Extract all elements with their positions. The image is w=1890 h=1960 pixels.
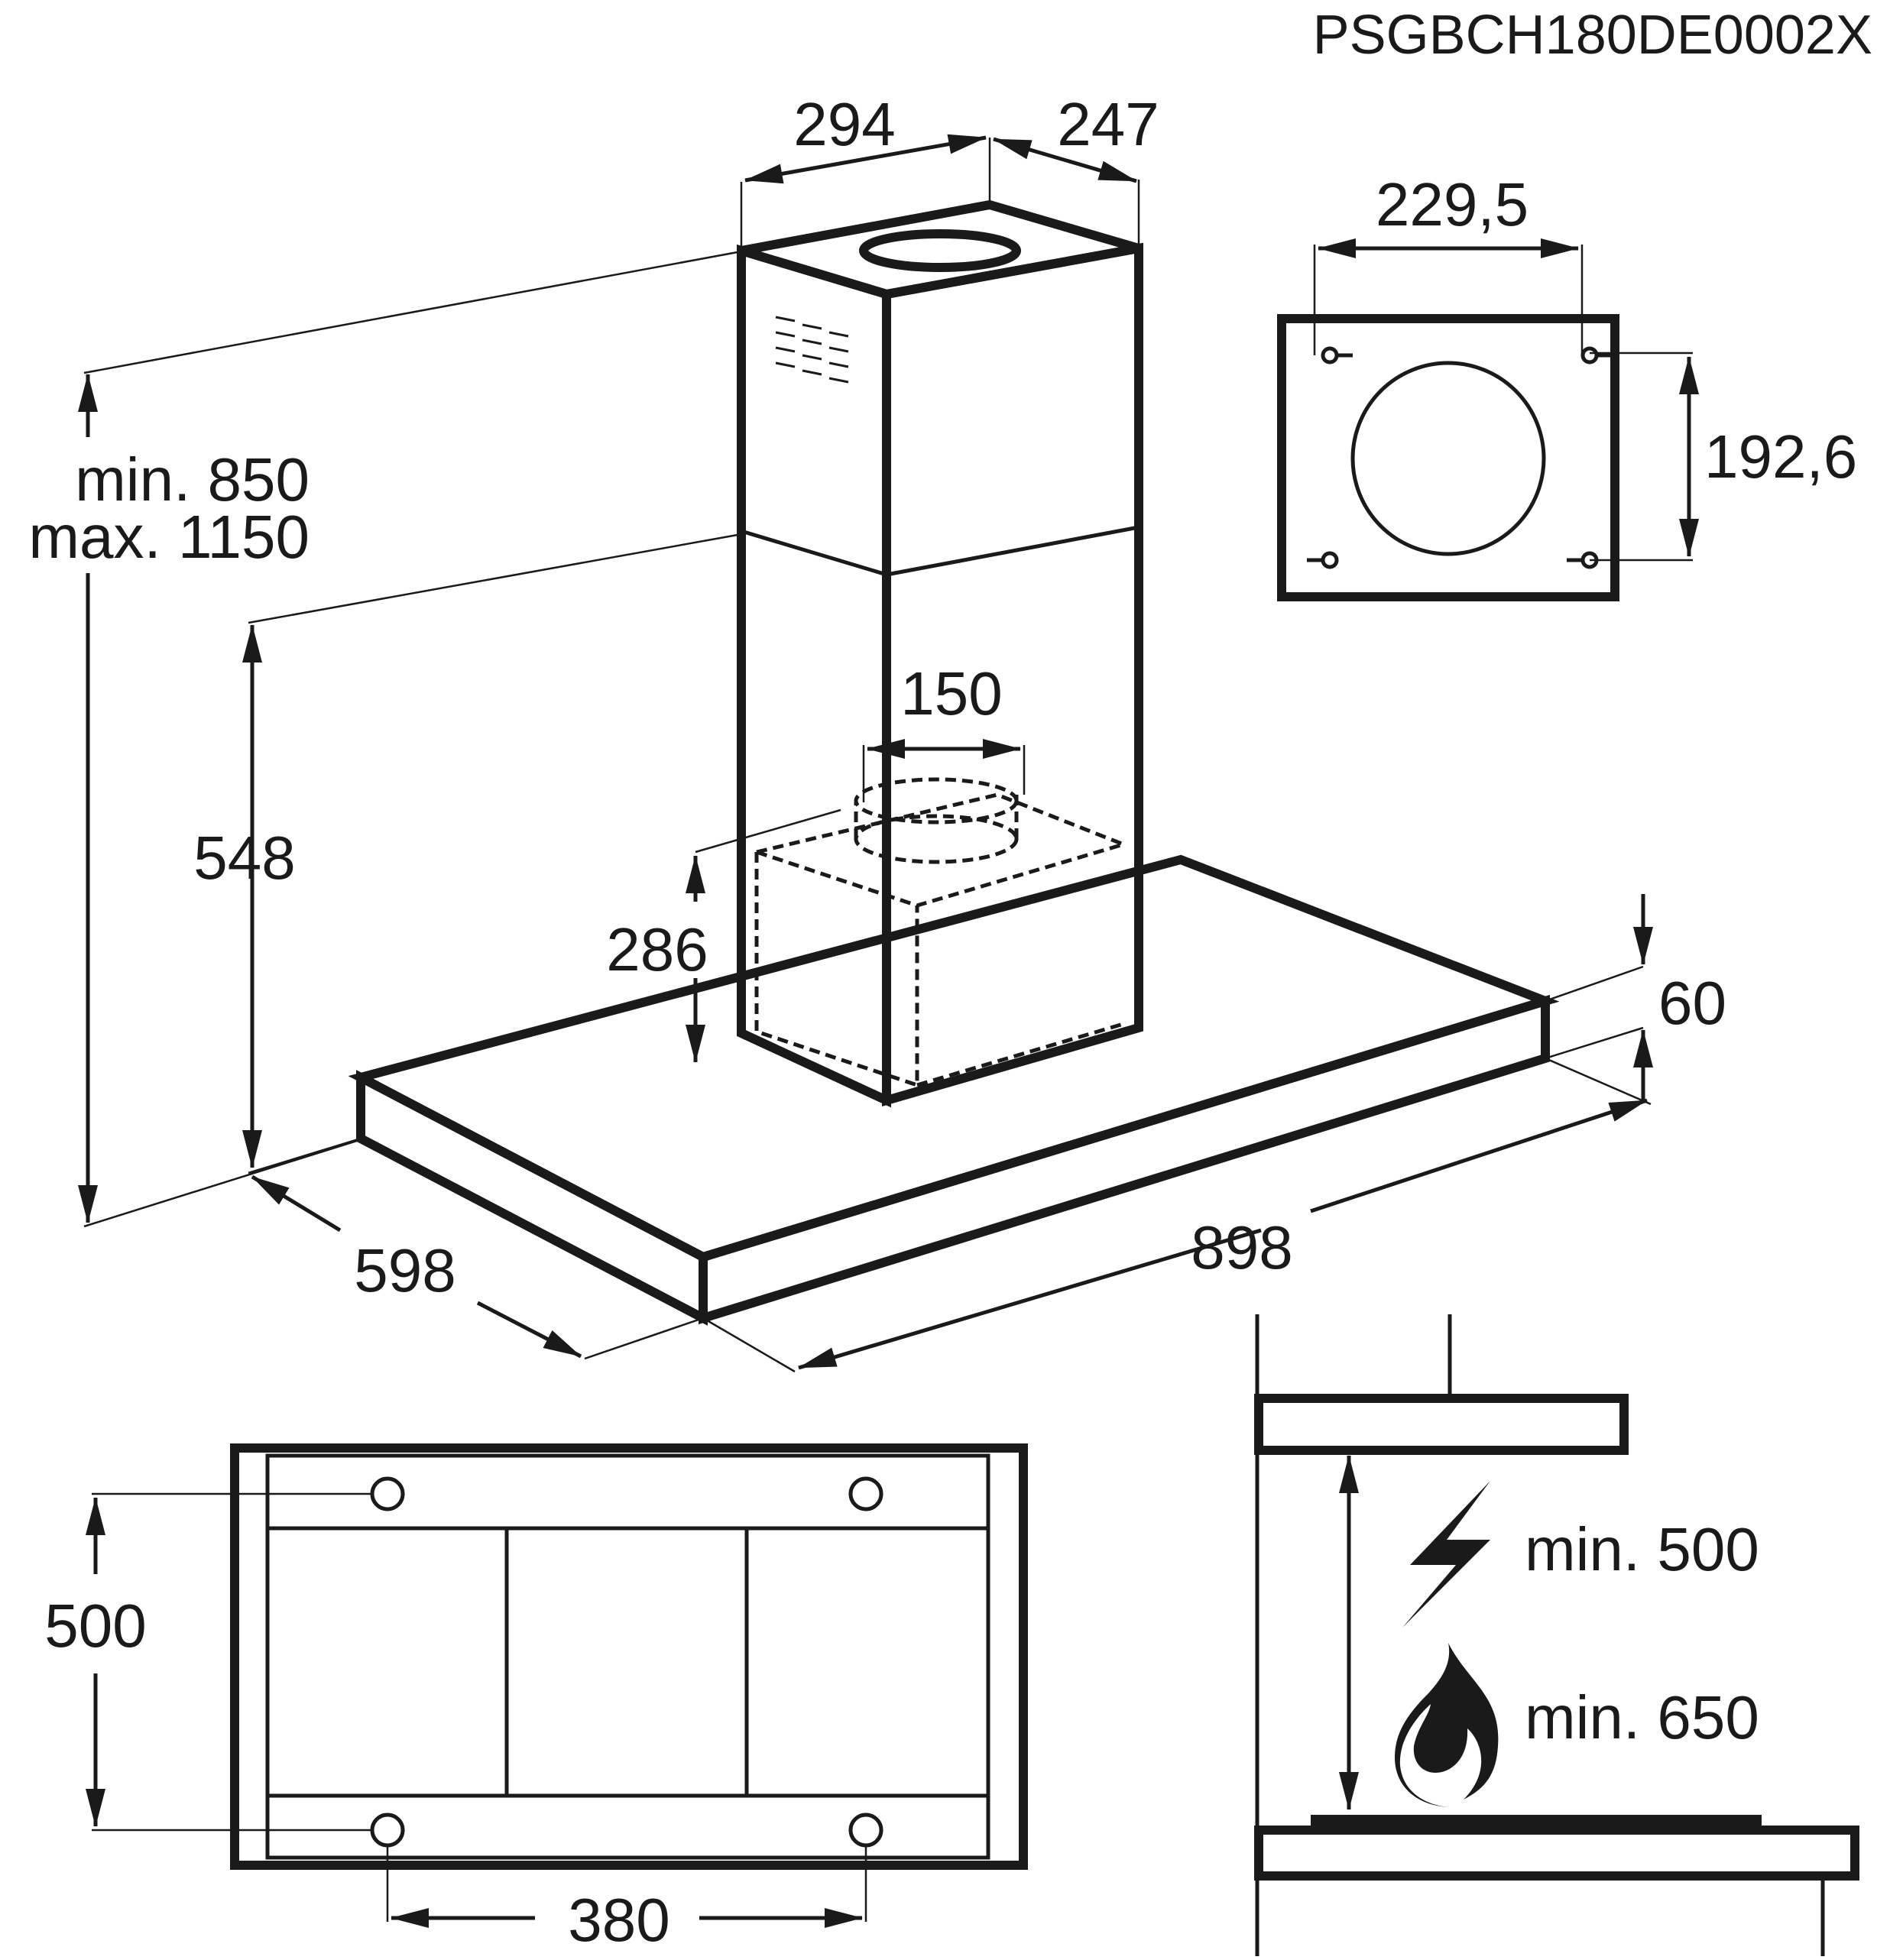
- bottom-hole-bottom-left: [370, 1813, 405, 1848]
- worktop-profile: [1254, 1826, 1859, 1881]
- chimney-right-face: [882, 242, 1143, 1106]
- model-code: PSGBCH180DE0002X: [1313, 5, 1872, 66]
- bottom-hole-top-left: [370, 1476, 405, 1511]
- dim-max-1150-label: max. 1150: [28, 503, 310, 571]
- dim-229-5-label: 229,5: [1376, 170, 1529, 238]
- motor-box-hidden: [749, 777, 1130, 1088]
- dim-min-850-label: min. 850: [75, 445, 310, 513]
- dim-chimney-height: min. 850 max. 1150: [28, 251, 738, 1228]
- dim-380-label: 380: [568, 1886, 669, 1954]
- vent-slots: [775, 316, 849, 384]
- bottom-view-outline: [230, 1443, 1028, 1870]
- clearance-gas-label: min. 650: [1525, 1683, 1759, 1751]
- bottom-hole-top-right: [848, 1476, 883, 1511]
- dim-247: 247: [993, 90, 1159, 248]
- dim-294-label: 294: [793, 90, 895, 158]
- bottom-hole-bottom-right: [848, 1813, 883, 1848]
- dim-150-label: 150: [900, 659, 1002, 727]
- dim-898-label: 898: [1191, 1213, 1292, 1281]
- dim-294: 294: [740, 90, 991, 251]
- clearance-view: min. 500 min. 650: [1254, 1314, 1859, 1956]
- dim-192-6-label: 192,6: [1704, 423, 1857, 491]
- dim-548-label: 548: [193, 824, 295, 892]
- lightning-bolt-icon: [1402, 1481, 1490, 1628]
- dim-898: 898: [702, 1057, 1652, 1373]
- canopy: [348, 854, 1560, 1326]
- dim-60: 60: [1545, 894, 1726, 1100]
- chimney-top-opening: [859, 229, 1021, 272]
- clearance-electric-label: min. 500: [1525, 1515, 1759, 1583]
- dim-598-label: 598: [354, 1236, 455, 1304]
- bottom-view-inner-frame: [265, 1453, 990, 1860]
- mounting-plate-view: 229,5 192,6: [1277, 170, 1857, 601]
- flame-icon: [1395, 1643, 1499, 1807]
- chimney-segment-joint: [741, 525, 1140, 577]
- mounting-plate-duct-hole: [1350, 361, 1546, 556]
- dim-548: 548: [193, 533, 738, 1168]
- dim-60-label: 60: [1658, 969, 1726, 1037]
- dim-286: 286: [606, 808, 841, 1063]
- chimney: [737, 199, 1143, 1108]
- mounting-plate-outline: [1277, 314, 1619, 601]
- dim-150: 150: [862, 659, 1026, 802]
- hood-isometric-view: [348, 199, 1560, 1326]
- dim-247-label: 247: [1057, 90, 1159, 158]
- dim-500-label: 500: [44, 1592, 146, 1660]
- hob-profile: [1311, 1815, 1762, 1830]
- dim-598: 598: [248, 1137, 704, 1360]
- dim-286-label: 286: [606, 915, 708, 983]
- hood-side-profile: [1254, 1394, 1629, 1455]
- bottom-view: 500 380: [44, 1443, 1028, 1954]
